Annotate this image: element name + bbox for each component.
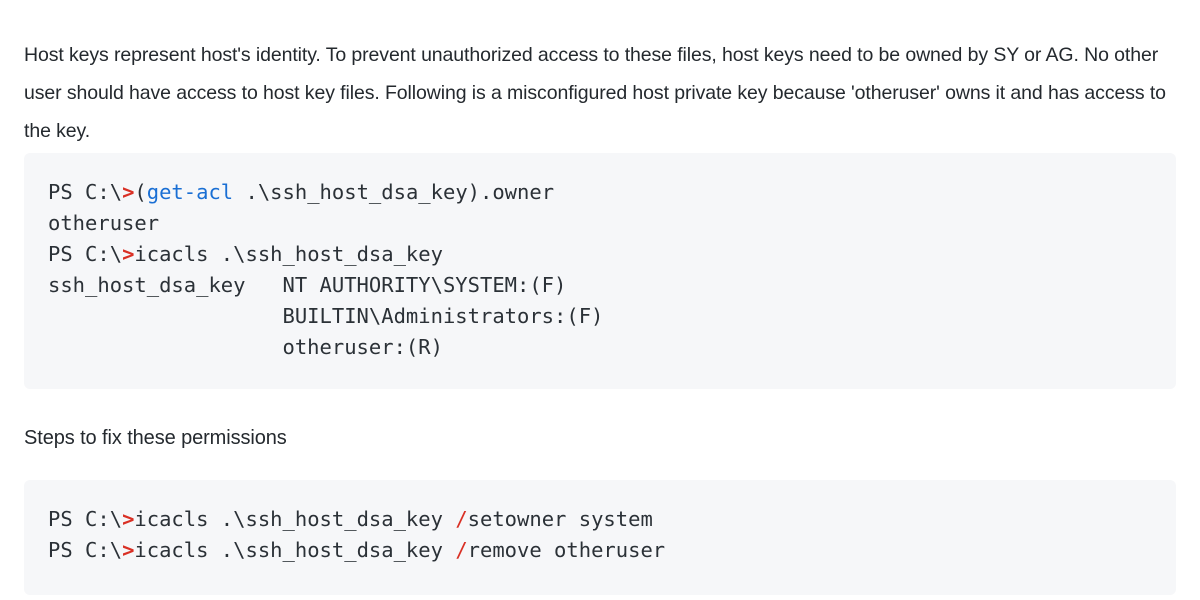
code-token-caret: > — [122, 507, 135, 531]
code-token-caret: > — [122, 538, 135, 562]
code-token-prompt: PS C:\ — [48, 242, 123, 266]
code-token-plain: setowner system — [467, 507, 653, 531]
code-token-output: BUILTIN\Administrators:(F) — [48, 304, 604, 328]
code-line: otheruser — [48, 208, 1152, 239]
code-line: PS C:\>icacls .\ssh_host_dsa_key — [48, 239, 1152, 270]
code-token-plain: remove otheruser — [467, 538, 666, 562]
code-token-caret: > — [122, 180, 135, 204]
intro-paragraph: Host keys represent host's identity. To … — [24, 43, 1166, 142]
code-block-misconfigured-key: PS C:\>(get-acl .\ssh_host_dsa_key).owne… — [24, 153, 1176, 389]
code-token-flag: / — [455, 507, 468, 531]
code-token-plain: icacls .\ssh_host_dsa_key — [134, 538, 456, 562]
code-token-output: otheruser:(R) — [48, 335, 443, 359]
code-token-output: ssh_host_dsa_key NT AUTHORITY\SYSTEM:(F) — [48, 273, 567, 297]
code-line: otheruser:(R) — [48, 332, 1152, 363]
code-line: PS C:\>icacls .\ssh_host_dsa_key /setown… — [48, 504, 1152, 535]
code-token-cmdlet: get-acl — [146, 180, 234, 204]
code-token-prompt: PS C:\ — [48, 180, 123, 204]
code-content: PS C:\>icacls .\ssh_host_dsa_key /setown… — [48, 504, 1152, 566]
code-token-plain: icacls .\ssh_host_dsa_key — [134, 242, 443, 266]
code-token-caret: > — [122, 242, 135, 266]
code-line: BUILTIN\Administrators:(F) — [48, 301, 1152, 332]
code-token-output: otheruser — [48, 211, 160, 235]
code-token-flag: / — [455, 538, 468, 562]
code-line: ssh_host_dsa_key NT AUTHORITY\SYSTEM:(F) — [48, 270, 1152, 301]
code-token-plain: ( — [134, 180, 147, 204]
code-token-prompt: PS C:\ — [48, 507, 123, 531]
section-heading-steps-to-fix: Steps to fix these permissions — [24, 427, 287, 449]
code-token-plain: .\ssh_host_dsa_key).owner — [233, 180, 555, 204]
code-content: PS C:\>(get-acl .\ssh_host_dsa_key).owne… — [48, 177, 1152, 363]
code-token-plain: icacls .\ssh_host_dsa_key — [134, 507, 456, 531]
code-block-fix-commands: PS C:\>icacls .\ssh_host_dsa_key /setown… — [24, 480, 1176, 595]
code-token-prompt: PS C:\ — [48, 538, 123, 562]
code-line: PS C:\>(get-acl .\ssh_host_dsa_key).owne… — [48, 177, 1152, 208]
code-line: PS C:\>icacls .\ssh_host_dsa_key /remove… — [48, 535, 1152, 566]
